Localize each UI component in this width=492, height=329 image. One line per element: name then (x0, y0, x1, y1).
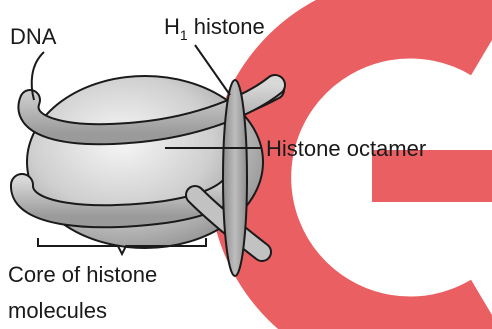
label-h1-prefix: H (164, 14, 180, 39)
h1-histone-shape (223, 80, 247, 276)
label-histone-octamer: Histone octamer (266, 136, 426, 161)
watermark-logo (250, 18, 492, 329)
label-h1-subscript: 1 (180, 27, 188, 43)
label-core-line1: Core of histone (8, 262, 157, 287)
label-h1-histone: H1 histone (164, 14, 265, 43)
label-h1-suffix: histone (188, 14, 265, 39)
label-core-line2: molecules (8, 298, 107, 323)
label-dna: DNA (10, 24, 57, 49)
